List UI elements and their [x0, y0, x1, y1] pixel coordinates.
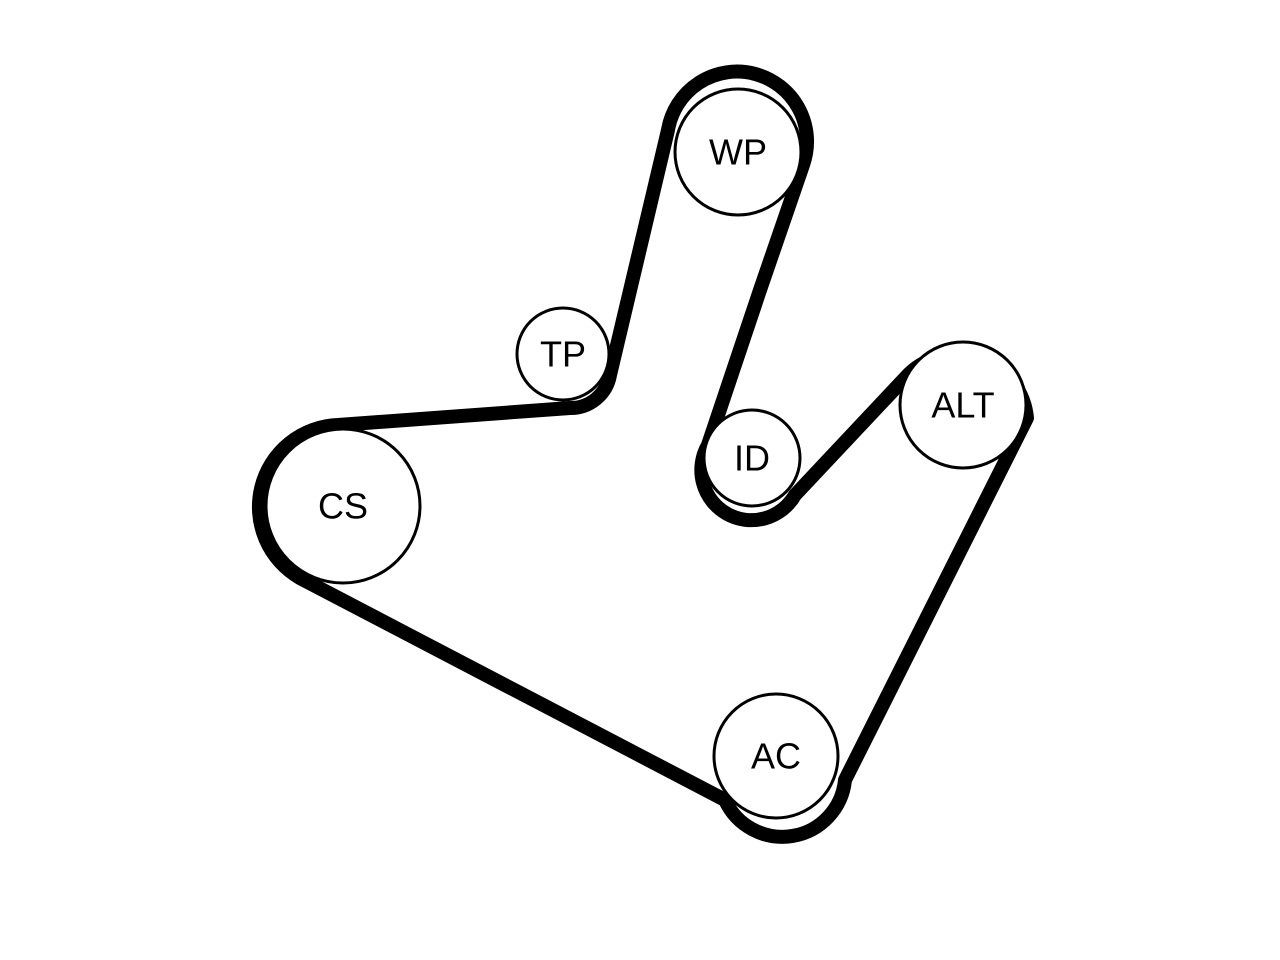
water-pump-pulley-circle — [673, 87, 803, 217]
ac-compressor-label: AC — [751, 736, 801, 777]
water-pump-pulley: WP — [673, 87, 803, 217]
idler-pulley: ID — [702, 408, 802, 508]
crankshaft-pulley: CS — [264, 427, 422, 585]
alternator-pulley-circle — [898, 340, 1028, 470]
tensioner-pulley: TP — [515, 306, 611, 402]
tensioner-label: TP — [540, 334, 586, 375]
alternator-label: ALT — [931, 385, 994, 426]
water-pump-label: WP — [709, 132, 767, 173]
ac-compressor-pulley-circle — [712, 692, 840, 820]
idler-label: ID — [734, 438, 770, 479]
idler-pulley-circle — [702, 408, 802, 508]
alternator-pulley: ALT — [898, 340, 1028, 470]
crankshaft-pulley-circle — [264, 427, 422, 585]
crankshaft-label: CS — [318, 486, 368, 527]
ac-compressor-pulley: AC — [712, 692, 840, 820]
tensioner-pulley-circle — [515, 306, 611, 402]
